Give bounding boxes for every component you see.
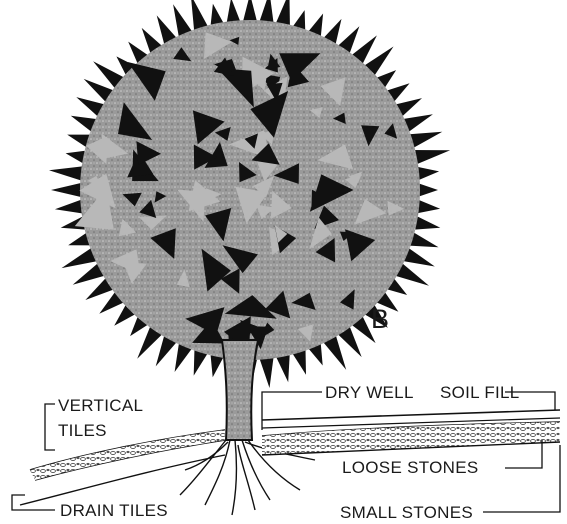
left-ground-section [20, 430, 225, 505]
label-soil-fill: SOIL FILL [440, 384, 520, 401]
figure-letter: B [371, 306, 389, 333]
label-drain-tiles: DRAIN TILES [60, 502, 168, 519]
right-ground-section [262, 410, 560, 455]
label-tiles: TILES [58, 422, 107, 439]
label-loose-stones: LOOSE STONES [342, 459, 479, 476]
label-dry-well: DRY WELL [325, 384, 414, 401]
tree-trunk [222, 340, 258, 440]
tree-crown [49, 0, 450, 392]
label-small-stones: SMALL STONES [340, 504, 473, 521]
label-vertical: VERTICAL [58, 397, 143, 414]
